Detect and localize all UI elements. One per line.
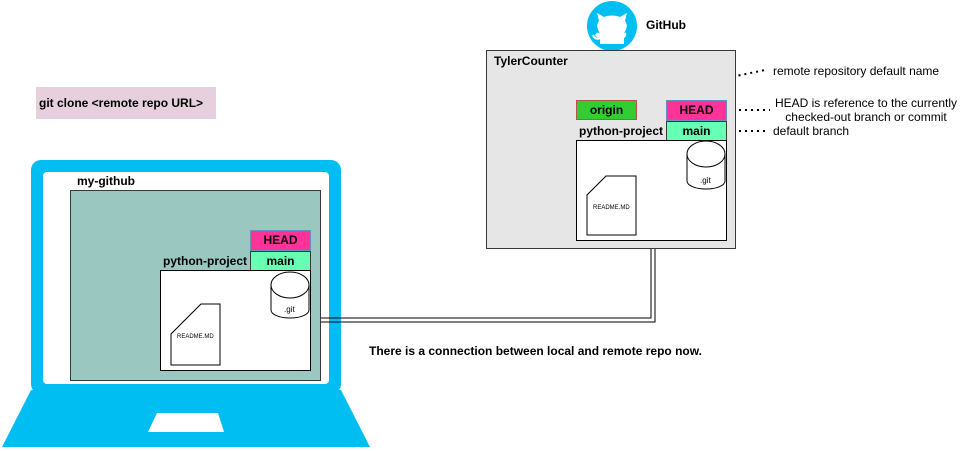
head-annotation-line2: checked-out branch or commit [785, 110, 947, 124]
remote-name-annotation: remote repository default name [773, 64, 940, 78]
local-head-badge: HEAD [250, 230, 311, 251]
connection-line [310, 240, 656, 323]
git-clone-command: git clone <remote repo URL> [36, 87, 216, 119]
github-title: GitHub [646, 18, 686, 32]
connection-note: There is a connection between local and … [369, 344, 702, 358]
remote-git-label: .git [700, 176, 711, 185]
remote-repo-name: python-project [579, 124, 663, 138]
database-icon [686, 140, 726, 190]
remote-readme-label: README.MD [593, 205, 630, 211]
head-annotation-line1: HEAD is reference to the currently [774, 96, 958, 110]
local-main-badge: main [250, 251, 311, 271]
local-user-label: my-github [77, 174, 135, 188]
database-icon [270, 271, 310, 319]
github-cat-icon [587, 1, 637, 51]
origin-badge: origin [576, 100, 637, 120]
remote-project-icons [586, 140, 726, 236]
local-repo-name: python-project [163, 254, 247, 268]
local-project-icons [170, 271, 310, 366]
branch-annotation: default branch [773, 124, 850, 138]
local-readme-label: README.MD [177, 334, 214, 340]
head-annotation: HEAD is reference to the currently check… [772, 96, 960, 124]
local-git-label: .git [284, 305, 295, 314]
remote-user-label: TylerCounter [494, 54, 568, 68]
remote-head-badge: HEAD [666, 100, 727, 121]
document-icon [586, 175, 637, 236]
remote-main-badge: main [666, 121, 727, 141]
document-icon [170, 303, 221, 366]
